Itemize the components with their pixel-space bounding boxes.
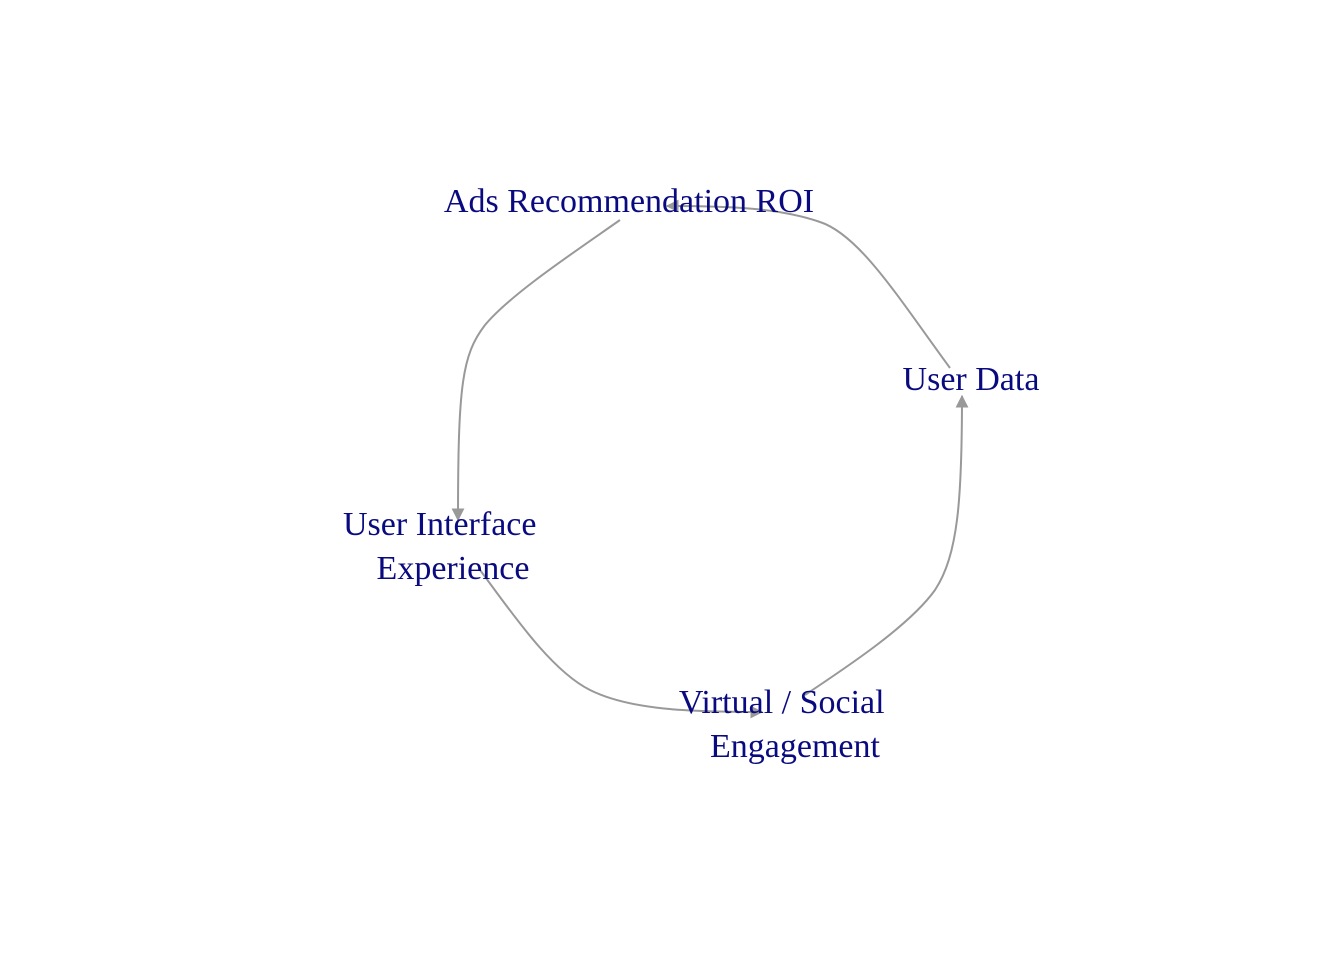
node-ads-recommendation-roi: Ads Recommendation ROI [444, 183, 814, 220]
node-virtual-line-1: Virtual / Social [679, 684, 885, 721]
node-virtual-social-engagement: Virtual / Social Engagement [679, 684, 893, 765]
node-virtual-line-2: Engagement [710, 728, 880, 765]
node-ui-line-2: Experience [377, 550, 530, 587]
node-ui-line-1: User Interface [343, 506, 536, 543]
node-user-interface-experience: User Interface Experience [343, 506, 545, 587]
edge-userdata-to-ads [665, 199, 951, 369]
labels-layer: Ads Recommendation ROI User Data Virtual… [343, 183, 1039, 765]
edges-layer [451, 199, 969, 719]
node-user-data: User Data [903, 361, 1040, 398]
node-userdata-line-1: User Data [903, 361, 1040, 398]
edge-virtual-to-userdata [804, 394, 969, 696]
edge-ads-to-ui [451, 219, 621, 522]
node-ads-line-1: Ads Recommendation ROI [444, 183, 814, 220]
edge-ui-to-virtual [479, 569, 764, 719]
